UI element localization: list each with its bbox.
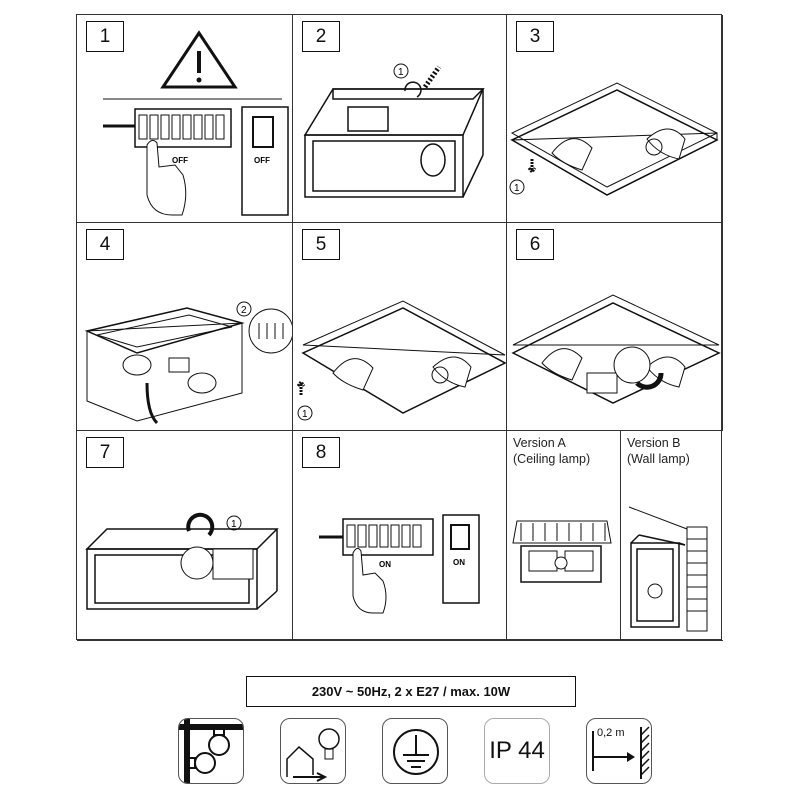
- instruction-grid: 1 OFF OFF 2 1 3: [76, 14, 723, 641]
- insert-bulb-illustration: [511, 294, 721, 404]
- step-number: 2: [302, 21, 340, 52]
- wiring-illustration: 2: [84, 301, 292, 425]
- step-1: 1 OFF OFF: [77, 15, 293, 223]
- warning-icon: [160, 30, 238, 89]
- ceiling-plate-illustration: 1: [509, 82, 719, 196]
- switch-off-illustration: OFF OFF: [103, 30, 289, 216]
- version-b-subtitle: (Wall lamp): [627, 452, 690, 466]
- remove-frame-illustration: 1: [303, 63, 485, 198]
- switch-off-label: OFF: [172, 156, 188, 165]
- step-marker: 2: [241, 305, 247, 316]
- step-number: 5: [302, 229, 340, 260]
- bulb-position-icon: [178, 718, 244, 784]
- ip-rating-icon: IP 44: [484, 718, 550, 784]
- step-marker: 1: [302, 409, 308, 420]
- step-marker: 1: [514, 183, 520, 194]
- step-5: 5 1: [293, 223, 507, 431]
- version-a-subtitle: (Ceiling lamp): [513, 452, 591, 466]
- step-6: 6: [507, 223, 723, 431]
- protective-earth-icon: [382, 718, 448, 784]
- step-number: 7: [86, 437, 124, 468]
- reattach-frame-illustration: 1: [85, 512, 279, 610]
- min-distance-text: 0,2 m: [597, 727, 625, 739]
- wall-lamp-illustration: [628, 506, 708, 632]
- step-4: 4 2: [77, 223, 293, 431]
- step-number: 1: [86, 21, 124, 52]
- breaker-off-label: OFF: [254, 156, 270, 165]
- min-distance-icon: 0,2 m: [586, 718, 652, 784]
- step-7: 7 1: [77, 431, 293, 641]
- switch-on-illustration: ON ON: [319, 514, 480, 614]
- ceiling-lamp-illustration: [512, 520, 612, 583]
- version-a: Version A (Ceiling lamp): [507, 431, 621, 641]
- breaker-on-label: ON: [453, 558, 465, 567]
- step-marker: 1: [231, 519, 237, 530]
- mount-plate-illustration: 1: [296, 300, 506, 421]
- step-8: 8 ON ON: [293, 431, 507, 641]
- step-number: 4: [86, 229, 124, 260]
- version-b-title: Version B: [627, 436, 681, 450]
- version-a-title: Version A: [513, 436, 566, 450]
- electrical-spec: 230V ~ 50Hz, 2 x E27 / max. 10W: [246, 676, 576, 707]
- step-number: 8: [302, 437, 340, 468]
- version-b: Version B (Wall lamp): [621, 431, 723, 641]
- step-number: 6: [516, 229, 554, 260]
- step-marker: 1: [398, 67, 404, 78]
- switch-on-label: ON: [379, 560, 391, 569]
- indoor-outdoor-bulb-icon: [280, 718, 346, 784]
- ip-rating-text: IP 44: [489, 737, 545, 764]
- step-2: 2 1: [293, 15, 507, 223]
- step-number: 3: [516, 21, 554, 52]
- step-3: 3 1: [507, 15, 723, 223]
